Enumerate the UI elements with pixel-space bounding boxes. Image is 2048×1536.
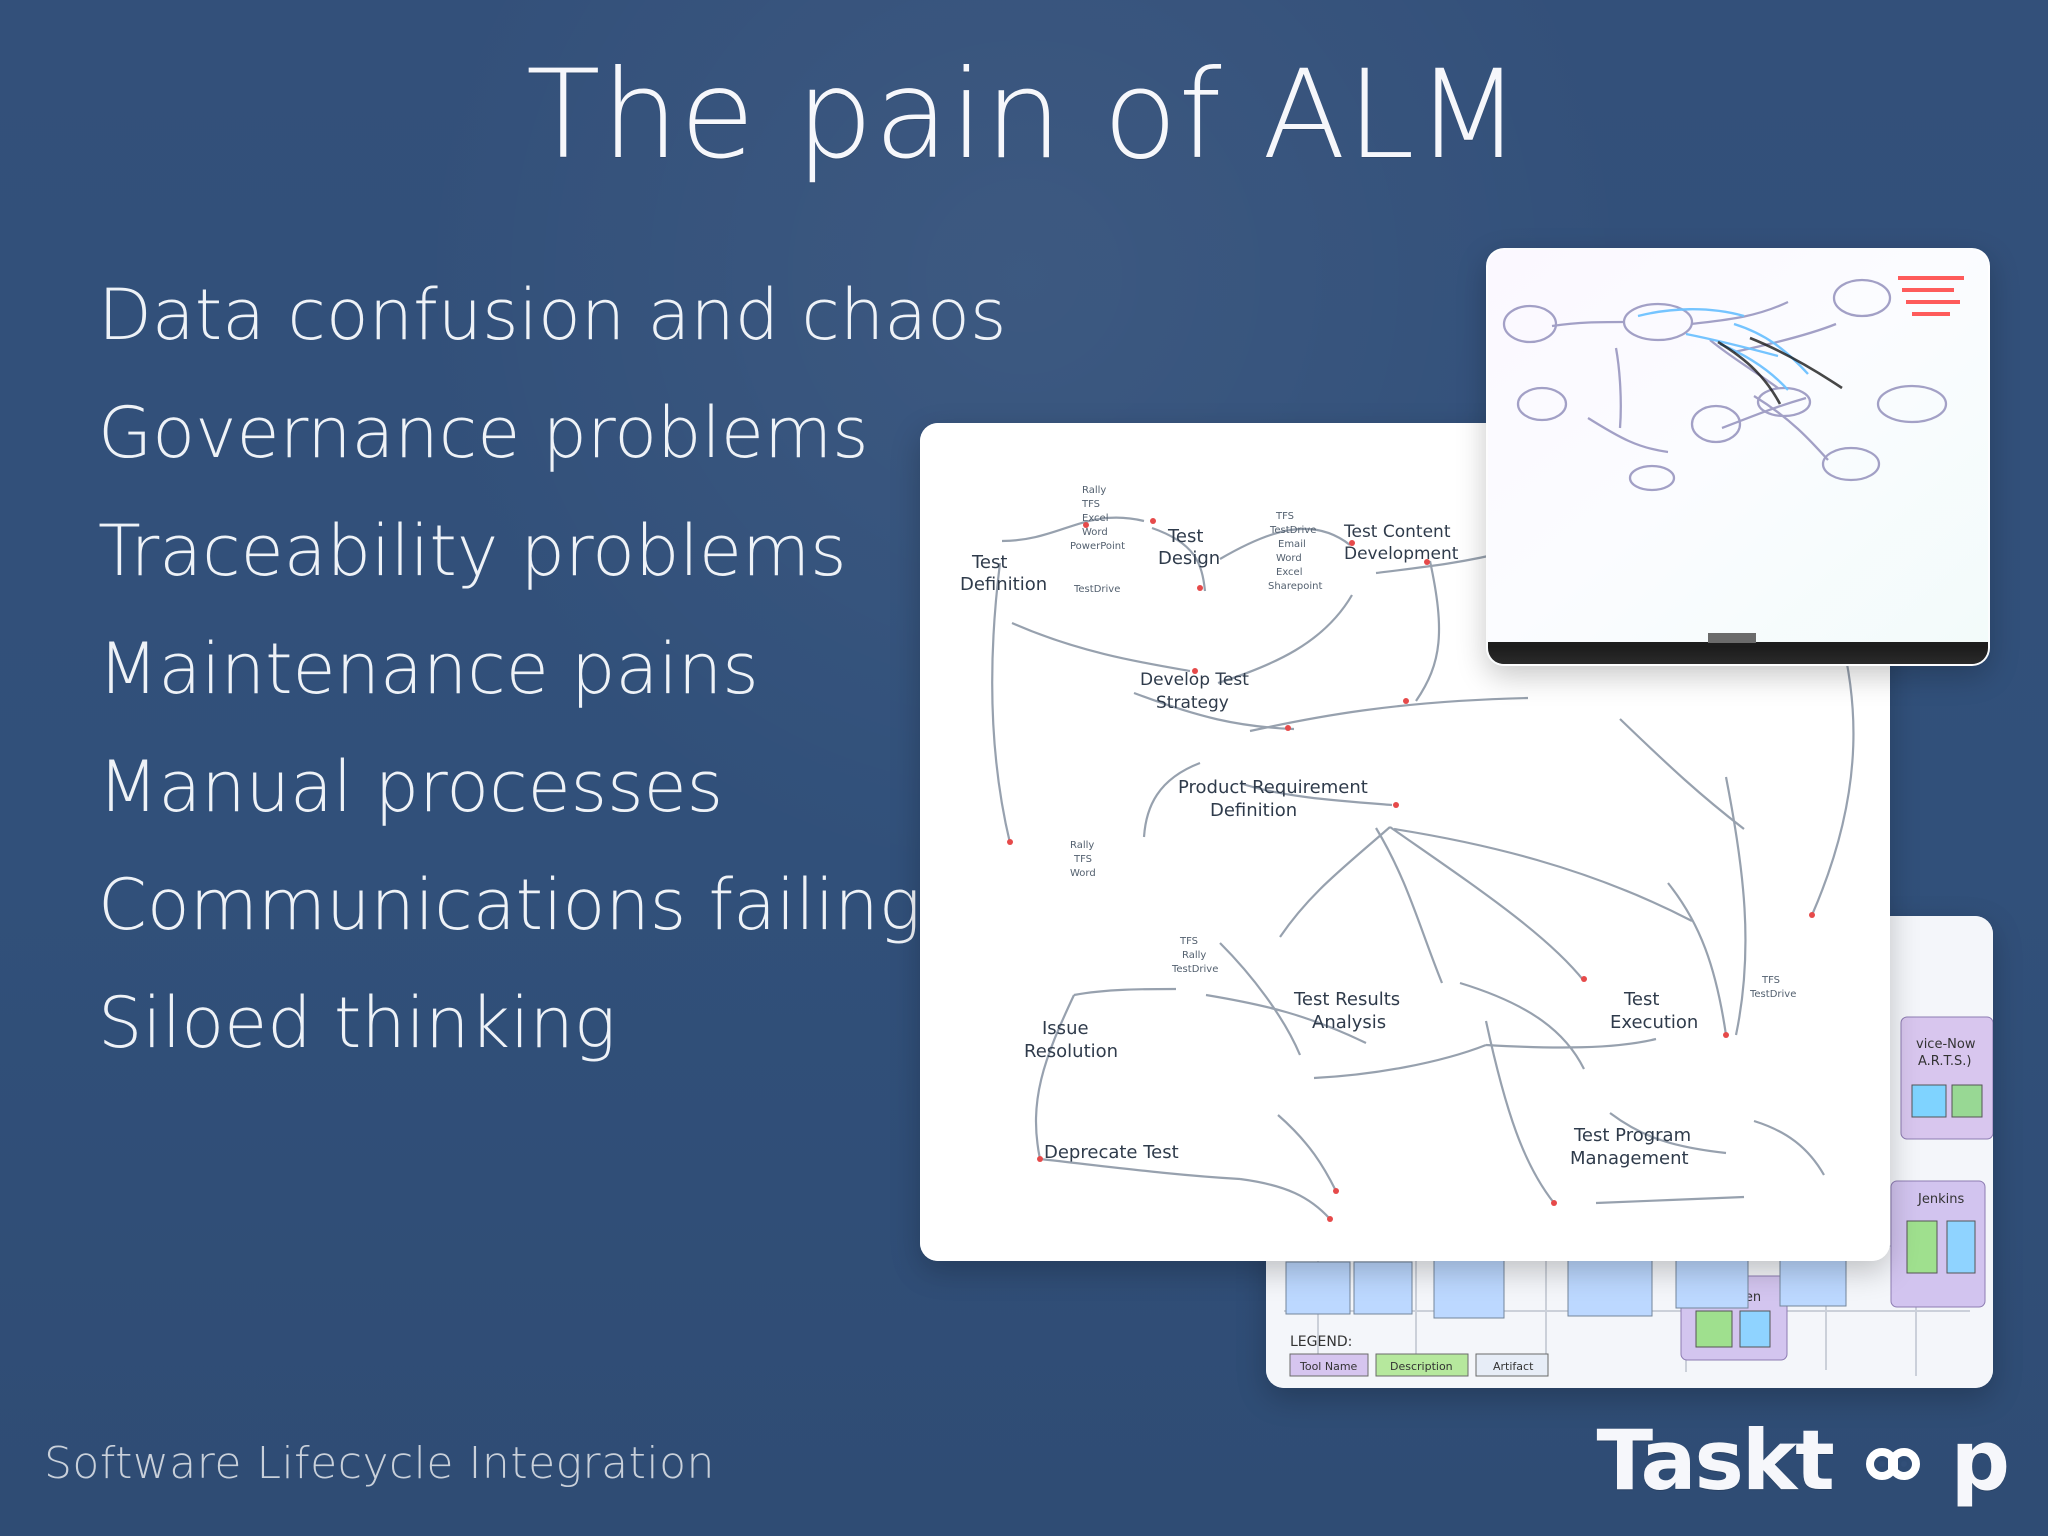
whiteboard-photo-card	[1486, 248, 1990, 666]
tool-excel-2: Excel	[1276, 567, 1303, 578]
tool-tfs-4: TFS	[1179, 936, 1198, 947]
tasktop-logo: Taskt p	[1597, 1419, 2010, 1502]
binoculars-icon	[1864, 1435, 1922, 1493]
node-test-content-line-2: Development	[1344, 544, 1459, 564]
slide-title: The pain of ALM	[526, 44, 1522, 186]
bullet-item-5: Manual processes	[98, 746, 724, 828]
legend-artifact: Artifact	[1493, 1360, 1534, 1373]
tool-rally-1: Rally	[1082, 485, 1106, 496]
legend-description: Description	[1390, 1360, 1453, 1373]
node-test-execution-line-2: Execution	[1610, 1012, 1698, 1033]
tool-tfs-5: TFS	[1761, 975, 1780, 986]
node-product-requirement-line-1: Product Requirement	[1178, 777, 1368, 798]
tool-sharepoint-2: Sharepoint	[1268, 581, 1322, 592]
logo-prefix: Taskt	[1596, 1412, 1835, 1509]
jenkins-box-label: Jenkins	[1917, 1192, 1964, 1207]
diagram-collage: vice-Now A.R.T.S.) Jenkins Maven LEGEND:…	[920, 248, 1993, 1388]
node-test-definition-line-1: Test	[971, 552, 1007, 573]
node-test-program-line-2: Management	[1570, 1148, 1689, 1169]
node-test-program-line-1: Test Program	[1573, 1125, 1691, 1146]
whiteboard-photo	[1488, 250, 1988, 664]
bullet-item-2: Governance problems	[98, 392, 869, 474]
tool-powerpoint-1: PowerPoint	[1070, 541, 1125, 552]
tool-word-2: Word	[1276, 553, 1302, 564]
node-test-definition-line-2: Definition	[960, 574, 1047, 595]
tool-word-3: Word	[1070, 868, 1096, 879]
tool-tfs-3: TFS	[1073, 854, 1092, 865]
tool-tfs-2: TFS	[1275, 511, 1294, 522]
tool-rally-2: Rally	[1070, 840, 1094, 851]
footer-text: Software Lifecycle Integration	[44, 1438, 715, 1489]
back-label-2: A.R.T.S.)	[1918, 1054, 1972, 1069]
bullet-item-1: Data confusion and chaos	[98, 274, 1007, 356]
node-test-content-line-1: Test Content	[1343, 522, 1451, 542]
tool-tfs-1: TFS	[1081, 499, 1100, 510]
tool-testdrive-1: TestDrive	[1073, 584, 1120, 595]
bullet-item-3: Traceability problems	[98, 510, 847, 592]
tool-testdrive-2: TestDrive	[1269, 525, 1316, 536]
node-issue-resolution-line-1: Issue	[1042, 1018, 1089, 1039]
bullet-item-4: Maintenance pains	[98, 628, 759, 710]
node-test-results-line-1: Test Results	[1293, 989, 1400, 1010]
node-issue-resolution-line-2: Resolution	[1024, 1041, 1118, 1062]
node-test-execution-line-1: Test	[1623, 989, 1659, 1010]
node-deprecate-test: Deprecate Test	[1044, 1142, 1179, 1163]
legend-title: LEGEND:	[1290, 1334, 1352, 1350]
node-test-design-line-1: Test	[1167, 526, 1203, 547]
node-test-results-line-2: Analysis	[1312, 1012, 1386, 1033]
node-develop-test-strategy-line-1: Develop Test	[1140, 670, 1249, 690]
tool-email-2: Email	[1278, 539, 1306, 550]
tool-rally-4: Rally	[1182, 950, 1206, 961]
node-develop-test-strategy-line-2: Strategy	[1156, 693, 1229, 713]
tool-testdrive-4: TestDrive	[1171, 964, 1218, 975]
legend-tool-name: Tool Name	[1299, 1360, 1358, 1373]
logo-suffix: p	[1950, 1412, 2010, 1509]
bullet-item-6: Communications failing	[98, 864, 921, 946]
node-test-design-line-2: Design	[1158, 548, 1220, 569]
bullet-item-7: Siloed thinking	[98, 982, 616, 1064]
back-label-1: vice-Now	[1916, 1037, 1976, 1052]
tool-word-1: Word	[1082, 527, 1108, 538]
bullet-list: Data confusion and chaos Governance prob…	[98, 256, 1007, 1082]
tool-testdrive-5: TestDrive	[1749, 989, 1796, 1000]
tool-excel-1: Excel	[1082, 513, 1109, 524]
node-product-requirement-line-2: Definition	[1210, 800, 1297, 821]
